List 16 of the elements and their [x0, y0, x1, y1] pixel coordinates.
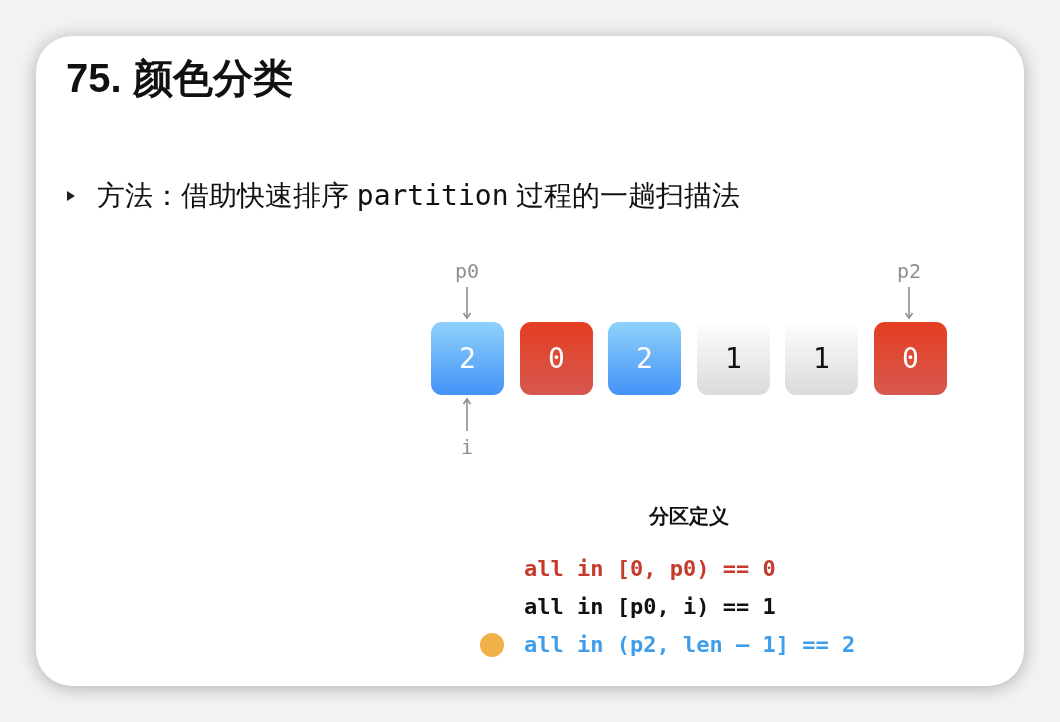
pointer-arrow: [904, 286, 914, 319]
pointer-label: p0: [437, 259, 497, 283]
pointer-arrow: [462, 286, 472, 319]
array-item: 0: [520, 322, 593, 395]
section-heading: 分区定义: [648, 504, 730, 529]
array-item: 2: [608, 322, 681, 395]
code-line: all in (p2, len – 1] == 2: [524, 631, 856, 659]
code-line: all in [p0, i) == 1: [524, 593, 776, 621]
pointer-arrow: [462, 398, 472, 432]
array-item: 0: [874, 322, 947, 395]
array-item: 2: [431, 322, 504, 395]
pointer-label: p2: [879, 259, 939, 283]
code-line: all in [0, p0) == 0: [524, 555, 776, 583]
method-text: 方法：借助快速排序 partition 过程的一趟扫描法: [97, 178, 741, 214]
title: 75. 颜色分类: [66, 55, 293, 102]
pointer-label: i: [437, 435, 497, 459]
